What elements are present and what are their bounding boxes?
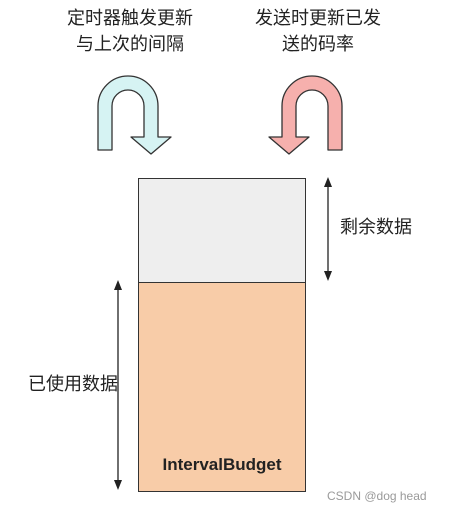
watermark: CSDN @dog head — [327, 489, 427, 503]
used-budget-segment — [138, 282, 306, 492]
send-caption-line2: 送的码率 — [282, 34, 354, 55]
send-uturn-arrow-icon — [268, 75, 343, 155]
send-update-caption: 发送时更新已发 送的码率 — [238, 6, 398, 58]
timer-uturn-arrow-icon — [97, 75, 172, 155]
timer-caption-line1: 定时器触发更新 — [67, 8, 193, 29]
send-caption-line1: 发送时更新已发 — [255, 8, 381, 29]
used-data-label: 已使用数据 — [28, 374, 118, 395]
interval-budget-label: IntervalBudget — [162, 455, 282, 474]
timer-update-caption: 定时器触发更新 与上次的间隔 — [50, 6, 210, 58]
remaining-extent-arrow-icon — [324, 177, 332, 281]
used-extent-arrow-icon — [114, 280, 122, 490]
remaining-data-label: 剩余数据 — [340, 217, 412, 238]
remaining-budget-segment — [138, 178, 306, 282]
timer-caption-line2: 与上次的间隔 — [76, 34, 184, 55]
